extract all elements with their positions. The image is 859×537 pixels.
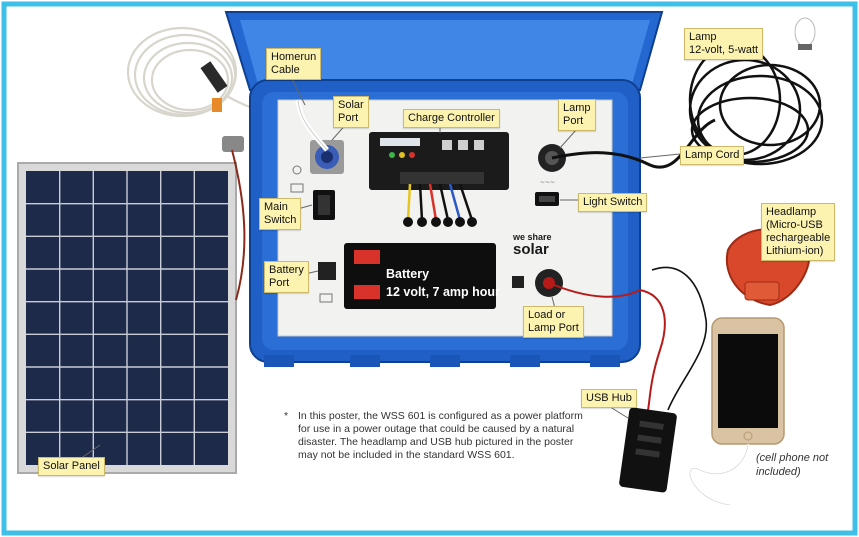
callout-homerun-cable-line2: Cable: [271, 64, 300, 76]
case-lid: [224, 11, 664, 91]
callout-charge-controller: Charge Controller: [403, 109, 500, 128]
callout-solar-panel: Solar Panel: [38, 457, 105, 476]
callout-battery-port-line2: Port: [269, 277, 290, 289]
callout-lamp: Lamp 12-volt, 5-watt: [684, 28, 764, 60]
homerun-cable-coil: [126, 26, 321, 141]
callout-battery-port-line1: Battery: [269, 264, 304, 276]
lamp-port: [538, 118, 716, 172]
callout-lamp-cord-text: Lamp Cord: [685, 149, 740, 161]
callout-headlamp-line1: Headlamp: [766, 206, 817, 218]
footnote-asterisk: *: [284, 410, 289, 422]
load-port: [512, 269, 641, 298]
svg-text:~~~: ~~~: [540, 179, 555, 186]
lamp-bulb: [794, 17, 816, 50]
callout-lamp-cord: Lamp Cord: [680, 146, 745, 165]
callout-light-switch: Light Switch: [578, 193, 648, 212]
callout-headlamp: Headlamp (Micro-USB rechargeable Lithium…: [761, 203, 836, 261]
callout-solar-port: Solar Port: [333, 96, 369, 128]
battery-title: Battery: [386, 267, 430, 281]
cell-phone: [689, 317, 785, 506]
callout-solar-port-line1: Solar: [338, 99, 364, 111]
callout-lamp-port: Lamp Port: [558, 99, 596, 131]
callout-battery-port: Battery Port: [264, 261, 309, 293]
callout-homerun-cable: Homerun Cable: [266, 48, 322, 80]
battery-label: Battery 12 volt, 7 amp hour: [386, 265, 500, 301]
callout-main-switch: Main Switch: [259, 198, 302, 230]
cell-phone-note: (cell phone not included): [756, 452, 829, 478]
logo-line-1: we share: [513, 232, 552, 242]
lamp-cord-coil: [688, 43, 824, 166]
footnote-text: In this poster, the WSS 601 is configure…: [298, 410, 583, 461]
callout-solar-panel-text: Solar Panel: [43, 460, 100, 472]
callout-usb-hub: USB Hub: [581, 389, 637, 408]
callout-main-switch-line1: Main: [264, 201, 288, 213]
callout-homerun-cable-line1: Homerun: [271, 51, 317, 63]
charge-controller: [369, 132, 509, 190]
callout-main-switch-line2: Switch: [264, 214, 297, 226]
logo-line-2: solar: [513, 241, 549, 258]
callout-light-switch-text: Light Switch: [583, 196, 643, 208]
headlamp-wire: [651, 266, 708, 411]
callout-load-port-line1: Load or: [528, 309, 566, 321]
solar-port: [295, 99, 344, 174]
we-share-solar-logo: we share solar: [513, 232, 552, 258]
light-switch-graphic: ~~~: [535, 179, 559, 206]
callout-lamp-port-line1: Lamp: [563, 102, 591, 114]
cable-connector: [200, 61, 244, 152]
callout-lamp-port-line2: Port: [563, 115, 584, 127]
callout-headlamp-line2: (Micro-USB: [766, 219, 823, 231]
battery-port: [318, 262, 336, 303]
callout-load-port: Load or Lamp Port: [523, 306, 584, 338]
callout-load-port-line2: Lamp Port: [528, 322, 579, 334]
usb-hub-wire: [639, 289, 666, 411]
main-switch-graphic: [290, 165, 335, 220]
controller-wires: [406, 183, 474, 221]
callout-headlamp-line3: rechargeable: [766, 232, 831, 244]
callout-charge-controller-text: Charge Controller: [408, 112, 495, 124]
panel-wire: [231, 149, 246, 301]
callout-usb-hub-text: USB Hub: [586, 392, 632, 404]
battery-spec: 12 volt, 7 amp hour: [386, 285, 500, 299]
callout-lamp-line1: Lamp: [689, 31, 717, 43]
callout-solar-port-line2: Port: [338, 112, 359, 124]
callout-headlamp-line4: Lithium-ion): [766, 245, 824, 257]
usb-hub: [619, 407, 677, 493]
solar-panel: [17, 162, 237, 474]
wire-terminals: [403, 217, 477, 227]
battery: [344, 243, 496, 309]
callout-lamp-line2: 12-volt, 5-watt: [689, 44, 759, 56]
